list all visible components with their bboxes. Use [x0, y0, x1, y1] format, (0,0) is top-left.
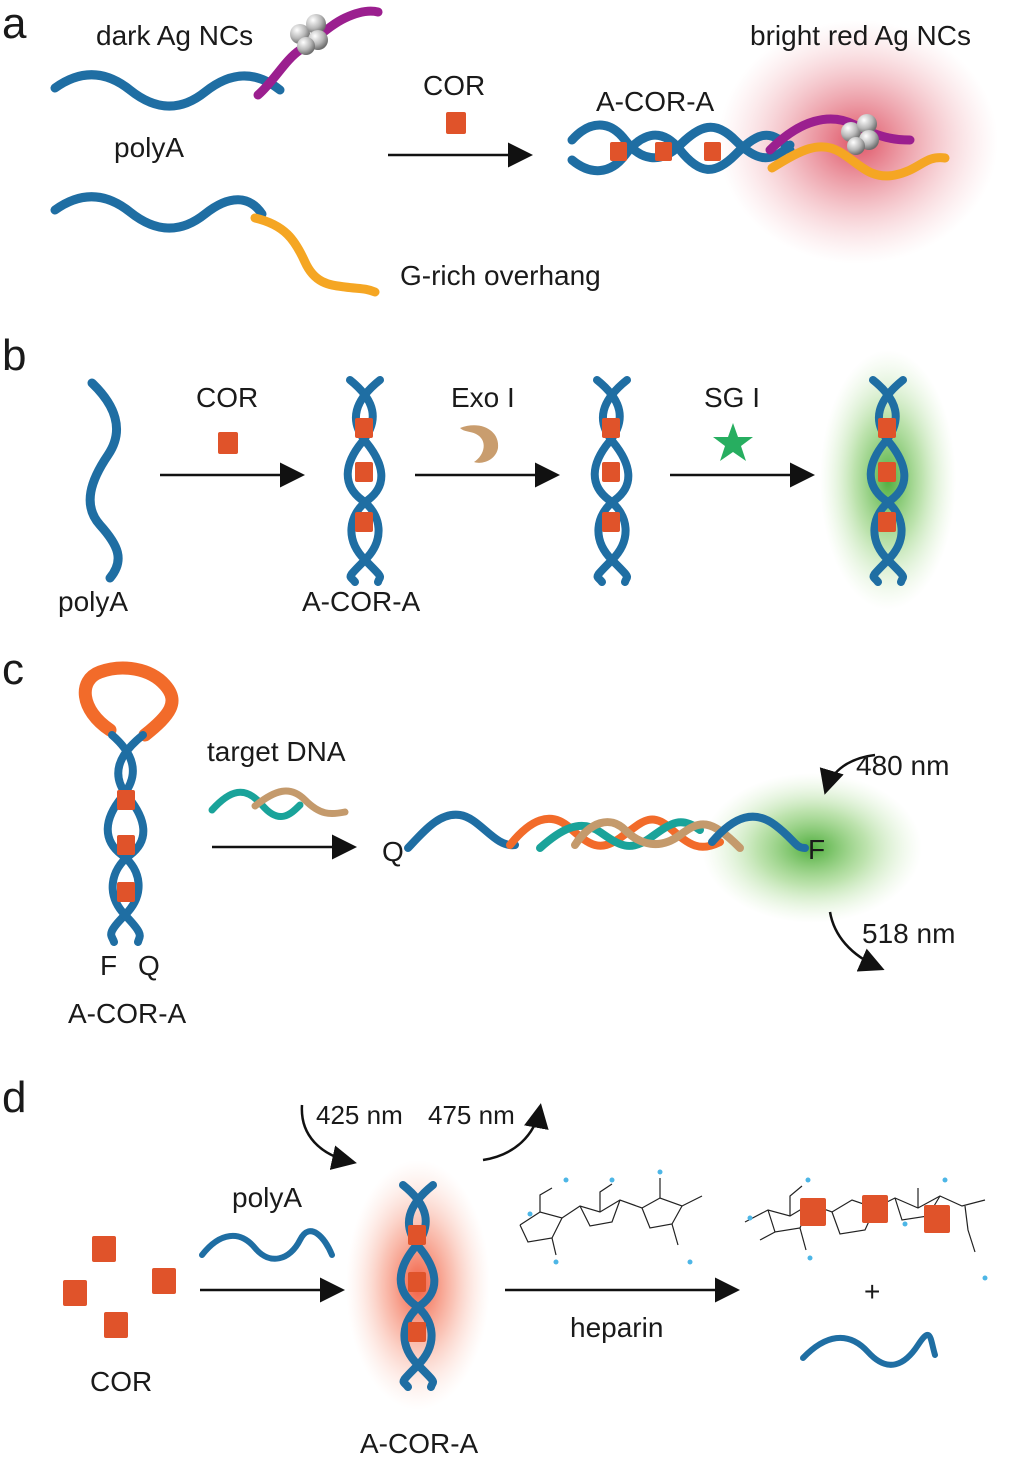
probe-blue-right — [708, 812, 809, 852]
label-425nm: 425 nm — [316, 1100, 403, 1130]
panel-b-graphics — [85, 350, 956, 610]
duplex-a-product — [567, 114, 950, 181]
ag-nc-cluster-dark — [290, 14, 328, 55]
panel-c-graphics — [78, 661, 922, 972]
duplex-d — [396, 1181, 439, 1391]
label-polyA-a: polyA — [114, 132, 185, 163]
duplex-b3 — [866, 376, 909, 586]
heparin-structure — [519, 1178, 703, 1256]
label-polyA-b: polyA — [58, 586, 129, 617]
panel-a-graphics — [50, 6, 998, 297]
duplex-b2 — [590, 376, 633, 586]
polyA-single — [85, 378, 123, 583]
panel-d-graphics — [63, 1103, 988, 1410]
label-product-a: A-COR-A — [596, 86, 715, 117]
cor-squares — [63, 1236, 176, 1338]
sg-i-star-icon — [713, 423, 753, 461]
label-exo-i: Exo I — [451, 382, 515, 413]
label-product-b: A-COR-A — [302, 586, 421, 617]
label-target-dna: target DNA — [207, 736, 346, 767]
label-480nm: 480 nm — [856, 750, 950, 781]
label-475nm: 475 nm — [428, 1100, 515, 1130]
green-glow-c — [702, 773, 922, 923]
polyA-wave-d — [199, 1228, 335, 1262]
target-dna-tan — [251, 787, 349, 817]
target-tan-bound — [571, 818, 744, 852]
hairpin-loop — [78, 661, 179, 742]
label-g-rich-overhang: G-rich overhang — [400, 260, 601, 291]
exo-i-icon — [460, 425, 499, 463]
hairpin-stem — [103, 731, 148, 946]
label-sg-i: SG I — [704, 382, 761, 413]
label-cor-d: COR — [90, 1366, 153, 1397]
target-teal-bound — [536, 818, 704, 852]
label-q-stem: Q — [138, 950, 160, 981]
label-f-fluorophore: F — [808, 834, 826, 865]
label-q-quencher: Q — [382, 836, 404, 867]
label-dark-ag-ncs: dark Ag NCs — [96, 20, 254, 51]
panel-label-c: c — [2, 645, 24, 694]
panel-label-b: b — [2, 331, 27, 380]
g-rich-overhang — [250, 213, 380, 297]
label-cor-a: COR — [423, 70, 486, 101]
label-product-c: A-COR-A — [68, 998, 187, 1029]
label-product-d: A-COR-A — [360, 1428, 479, 1458]
label-cor-b: COR — [196, 382, 259, 413]
label-f-stem: F — [100, 950, 118, 981]
label-heparin: heparin — [570, 1312, 664, 1343]
ag-nc-cluster-bright — [841, 114, 879, 155]
label-polyA-d: polyA — [232, 1182, 303, 1213]
heparin-bound-cor — [800, 1195, 950, 1233]
label-plus: + — [864, 1276, 881, 1307]
panel-label-a: a — [2, 0, 27, 48]
heparin-charges — [527, 1169, 693, 1265]
duplex-b1 — [343, 376, 386, 586]
label-bright-red-ag-ncs: bright red Ag NCs — [750, 20, 971, 51]
heparin-charges-2 — [747, 1177, 988, 1281]
cor-icon-b — [218, 432, 238, 454]
probe-blue-left — [404, 810, 519, 852]
released-polyA — [800, 1331, 938, 1368]
polyA-strand-top — [50, 70, 285, 111]
label-518nm: 518 nm — [862, 918, 956, 949]
panel-label-d: d — [2, 1073, 27, 1122]
polyA-strand-bottom — [50, 192, 267, 233]
cor-icon — [446, 112, 466, 134]
probe-orange — [506, 815, 724, 851]
